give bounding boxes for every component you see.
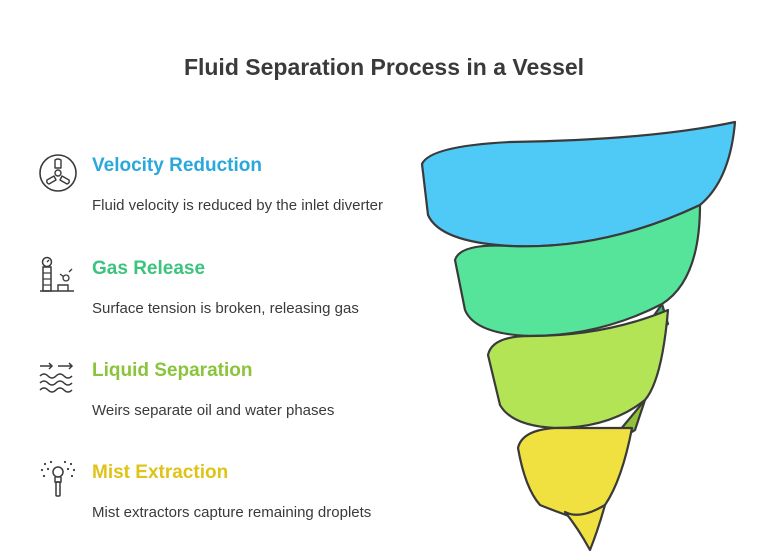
gauge-valve-icon: [40, 256, 74, 292]
step-description: Surface tension is broken, releasing gas: [92, 300, 359, 317]
step-heading: Mist Extraction: [92, 462, 229, 483]
step-description: Mist extractors capture remaining drople…: [92, 504, 372, 521]
funnel-layer-4: [516, 426, 634, 522]
page-title: Fluid Separation Process in a Vessel: [183, 54, 585, 80]
sprinkler-icon: [40, 460, 76, 497]
funnel-tip: [563, 503, 607, 552]
step-description: Fluid velocity is reduced by the inlet d…: [92, 197, 383, 214]
funnel-layer-2: [453, 203, 702, 338]
step-heading: Gas Release: [92, 258, 206, 279]
fan-diverter-icon: [39, 154, 77, 192]
funnel-layer-3: [486, 308, 670, 430]
step-heading: Velocity Reduction: [92, 155, 262, 176]
step-description: Weirs separate oil and water phases: [92, 402, 335, 419]
step-heading: Liquid Separation: [92, 360, 253, 381]
waves-arrows-icon: [39, 362, 74, 393]
spiral-funnel: [420, 120, 737, 552]
